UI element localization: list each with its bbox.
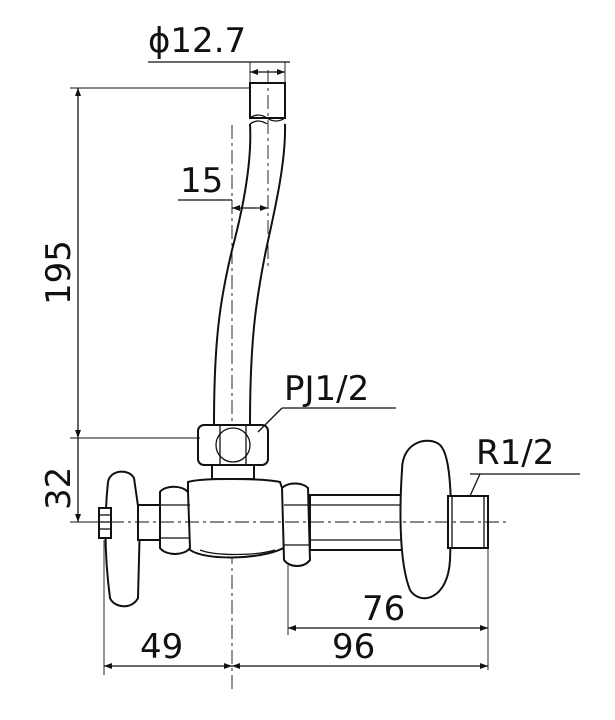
handle-to-center-label: 49	[140, 627, 183, 667]
pipe-diameter-label: ϕ12.7	[148, 21, 246, 61]
center-to-end-label: 96	[332, 627, 375, 667]
dim-bend-offset: 15	[178, 161, 268, 211]
supply-pipe	[212, 82, 287, 426]
dim-pipe-height: 195	[39, 87, 250, 439]
dim-nut-height: 32	[39, 438, 99, 523]
callout-nut-thread: PJ1/2	[257, 369, 396, 433]
dim-flange-to-end: 76	[287, 548, 489, 670]
nut-thread-label: PJ1/2	[284, 369, 369, 409]
valve-handle	[98, 470, 192, 608]
valve-body	[187, 478, 289, 559]
dim-pipe-diameter: ϕ12.7	[148, 21, 290, 83]
inlet-connection	[280, 439, 489, 600]
pj-nut	[197, 424, 269, 480]
inlet-thread-label: R1/2	[476, 433, 554, 473]
bend-offset-label: 15	[180, 161, 223, 201]
dim-bottom: 49 96	[103, 540, 488, 675]
callout-inlet-thread: R1/2	[469, 433, 580, 497]
flange-to-end-label: 76	[362, 589, 405, 629]
pipe-height-label: 195	[39, 240, 79, 305]
nut-height-label: 32	[39, 467, 79, 510]
